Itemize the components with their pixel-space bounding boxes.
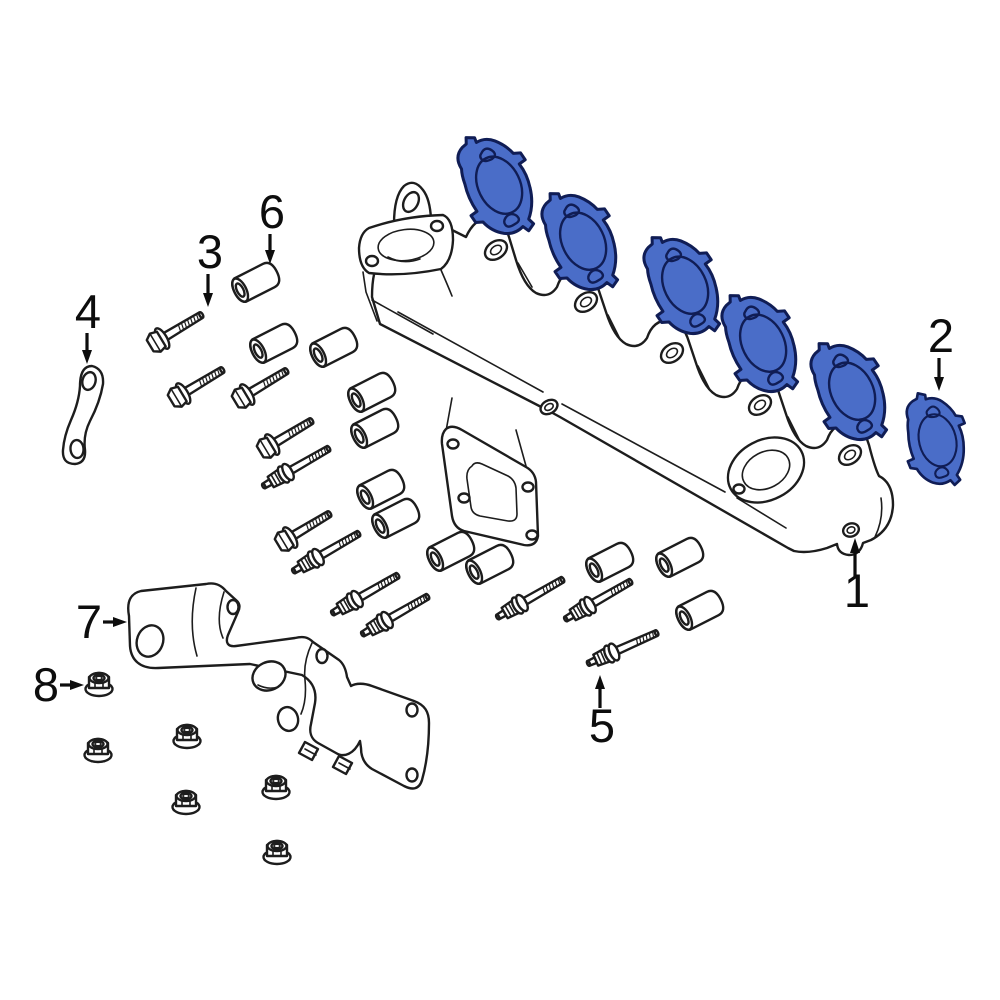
manifold-tab-hole — [841, 522, 861, 538]
mounting-bolts — [142, 303, 338, 556]
gasket — [707, 277, 814, 408]
callout-3: 3 — [197, 225, 223, 307]
gasket — [629, 219, 736, 350]
callout-8-arrow — [70, 680, 84, 690]
runner-ear-holes — [483, 239, 863, 466]
manifold-contours — [397, 262, 883, 538]
bolt — [163, 358, 231, 412]
callout-4-label: 4 — [75, 285, 101, 338]
nut — [83, 737, 113, 764]
heat-shield-cutouts — [135, 598, 419, 783]
heat-shield-clips — [297, 740, 354, 776]
sleeve — [581, 538, 638, 586]
nut — [172, 723, 202, 750]
gasket — [796, 325, 903, 456]
gasket — [443, 119, 550, 250]
callout-1-label: 1 — [844, 564, 870, 617]
callout-7-label: 7 — [76, 595, 102, 648]
callout-2-arrow — [934, 377, 944, 391]
callout-8: 8 — [33, 658, 84, 711]
bolt — [252, 409, 320, 463]
callout-4-arrow — [82, 350, 92, 364]
gasket-item-2 — [897, 386, 975, 493]
sleeve — [346, 404, 403, 452]
front-flange — [357, 181, 455, 335]
sleeve — [671, 586, 728, 634]
bolt — [227, 359, 295, 413]
gasket — [527, 175, 634, 306]
flange-nuts — [83, 671, 292, 866]
nut — [171, 789, 201, 816]
bolt-item-3 — [142, 303, 210, 357]
callout-7: 7 — [76, 595, 127, 648]
callout-3-label: 3 — [197, 225, 223, 278]
nut — [261, 774, 291, 801]
callout-2-label: 2 — [928, 309, 954, 362]
stud — [490, 569, 570, 627]
callout-6: 6 — [259, 185, 285, 264]
sleeve — [245, 319, 302, 367]
callout-1-arrow — [850, 538, 860, 553]
callout-7-arrow — [113, 617, 127, 627]
callout-5-label: 5 — [589, 699, 615, 752]
outlet-flange — [726, 436, 806, 504]
center-mount-flange — [440, 425, 540, 547]
callout-1: 1 — [844, 538, 870, 617]
heat-shield-folds — [191, 587, 313, 715]
callout-8-label: 8 — [33, 658, 59, 711]
clamp-bracket — [61, 364, 105, 466]
nut — [262, 839, 292, 866]
sleeve — [651, 533, 708, 581]
log-bolt-hole — [539, 398, 559, 416]
stud-item-5 — [582, 623, 663, 674]
nut-item-8 — [84, 671, 114, 698]
callout-3-arrow — [203, 293, 213, 307]
sleeve-item-6 — [227, 258, 284, 306]
callout-5: 5 — [589, 675, 615, 752]
heat-shield — [127, 582, 431, 790]
callout-5-arrow — [595, 675, 605, 689]
callout-6-label: 6 — [259, 185, 285, 238]
exhaust-manifold — [357, 181, 895, 557]
sleeve — [343, 368, 400, 416]
callout-6-arrow — [265, 250, 275, 264]
callout-4: 4 — [75, 285, 101, 364]
callout-2: 2 — [928, 309, 954, 391]
sleeve — [305, 323, 362, 371]
